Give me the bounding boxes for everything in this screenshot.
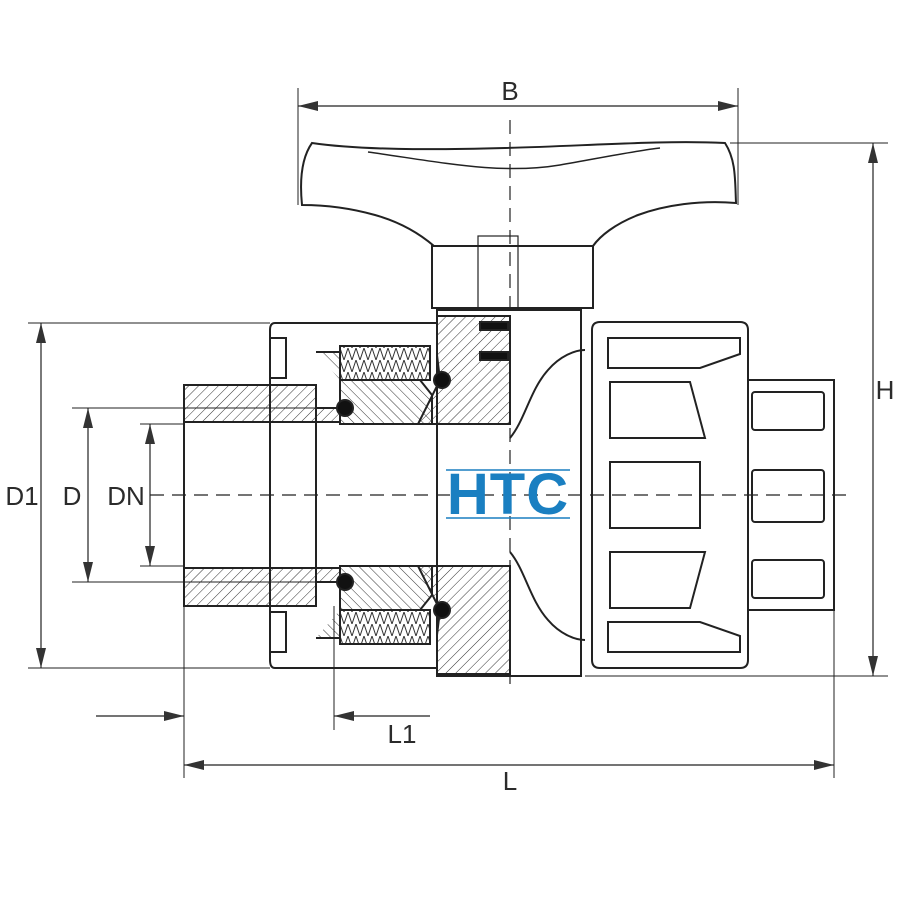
label-b: B [501, 76, 518, 106]
stem [477, 235, 519, 309]
o-ring [433, 371, 451, 389]
ball-lower [509, 551, 586, 641]
nut-rib [609, 551, 707, 609]
handle-ridge [367, 147, 661, 170]
label-d: D [63, 481, 82, 511]
o-ring [336, 573, 354, 591]
nut-rib [607, 337, 741, 369]
o-ring [433, 601, 451, 619]
label-d1: D1 [5, 481, 38, 511]
label-l: L [503, 766, 517, 796]
handle [300, 141, 738, 247]
logo-text: HTC [447, 462, 569, 527]
o-ring [336, 399, 354, 417]
thread-upper [339, 345, 431, 381]
thread-lower [339, 609, 431, 645]
label-dn: DN [107, 481, 145, 511]
label-h: H [876, 375, 895, 405]
nut-rib [609, 381, 707, 439]
nut-rib [609, 461, 701, 529]
nut-rib [607, 621, 741, 653]
body-section-upper [416, 315, 511, 425]
htc-logo: HTC [446, 462, 570, 527]
label-l1: L1 [388, 719, 417, 749]
ball-upper [509, 349, 586, 439]
stem-housing [431, 245, 594, 309]
